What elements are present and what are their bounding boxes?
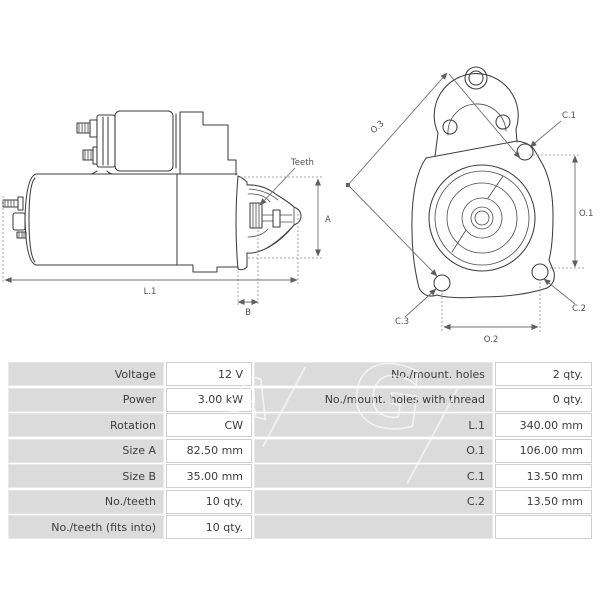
spec-label-c1: C.1 (254, 464, 493, 488)
dim-c2-label: C.2 (572, 304, 586, 314)
spec-value-power: 3.00 kW (166, 387, 252, 412)
spec-value-size-b: 35.00 mm (166, 464, 252, 488)
dim-b-label: B (245, 308, 251, 318)
dim-o3-label: O.3 (369, 119, 386, 136)
front-view-dimensions: O.3 C.1 O.1 C.2 C.3 O.2 (346, 72, 593, 345)
spec-value-l1: 340.00 mm (495, 413, 592, 437)
spec-label-rotation: Rotation (8, 413, 164, 437)
dim-l1-label: L.1 (144, 287, 157, 297)
spec-value-c1: 13.50 mm (495, 464, 592, 488)
spec-label-teeth-fits: No./teeth (fits into) (8, 515, 164, 539)
dim-o2-label: O.2 (484, 335, 498, 345)
spec-value-teeth: 10 qty. (166, 489, 252, 514)
spec-label-size-a: Size A (8, 438, 164, 463)
front-view-outline (411, 66, 555, 299)
dim-c1-label: C.1 (562, 111, 576, 121)
side-view-drawing: Teeth A L.1 B (2, 110, 331, 318)
dim-o1-label: O.1 (579, 209, 593, 219)
spec-value-empty (495, 515, 592, 539)
spec-value-c2: 13.50 mm (495, 489, 592, 514)
spec-label-mount-holes: No./mount. holes (254, 362, 493, 386)
spec-label-empty (254, 515, 493, 539)
dim-a-label: A (325, 215, 331, 225)
spec-value-mount-holes-thread: 0 qty. (495, 387, 592, 412)
motor-body-outline (2, 110, 302, 273)
spec-label-voltage: Voltage (8, 362, 164, 386)
spec-value-voltage: 12 V (166, 362, 252, 386)
spec-value-size-a: 82.50 mm (166, 438, 252, 463)
spec-label-c2: C.2 (254, 489, 493, 514)
spec-label-o1: O.1 (254, 438, 493, 463)
side-view-dimensions: Teeth A L.1 B (2, 158, 331, 318)
dim-c3-label: C.3 (395, 317, 409, 327)
spec-value-rotation: CW (166, 413, 252, 437)
spec-label-mount-holes-thread: No./mount. holes with thread (254, 387, 493, 412)
spec-value-mount-holes: 2 qty. (495, 362, 592, 386)
spec-value-teeth-fits: 10 qty. (166, 515, 252, 539)
spec-table: Voltage 12 V No./mount. holes 2 qty. Pow… (8, 362, 592, 539)
teeth-label: Teeth (290, 158, 314, 168)
spec-label-power: Power (8, 387, 164, 412)
front-view-drawing: O.3 C.1 O.1 C.2 C.3 O.2 (346, 66, 593, 345)
spec-value-o1: 106.00 mm (495, 438, 592, 463)
spec-label-l1: L.1 (254, 413, 493, 437)
spec-label-size-b: Size B (8, 464, 164, 488)
spec-label-teeth: No./teeth (8, 489, 164, 514)
